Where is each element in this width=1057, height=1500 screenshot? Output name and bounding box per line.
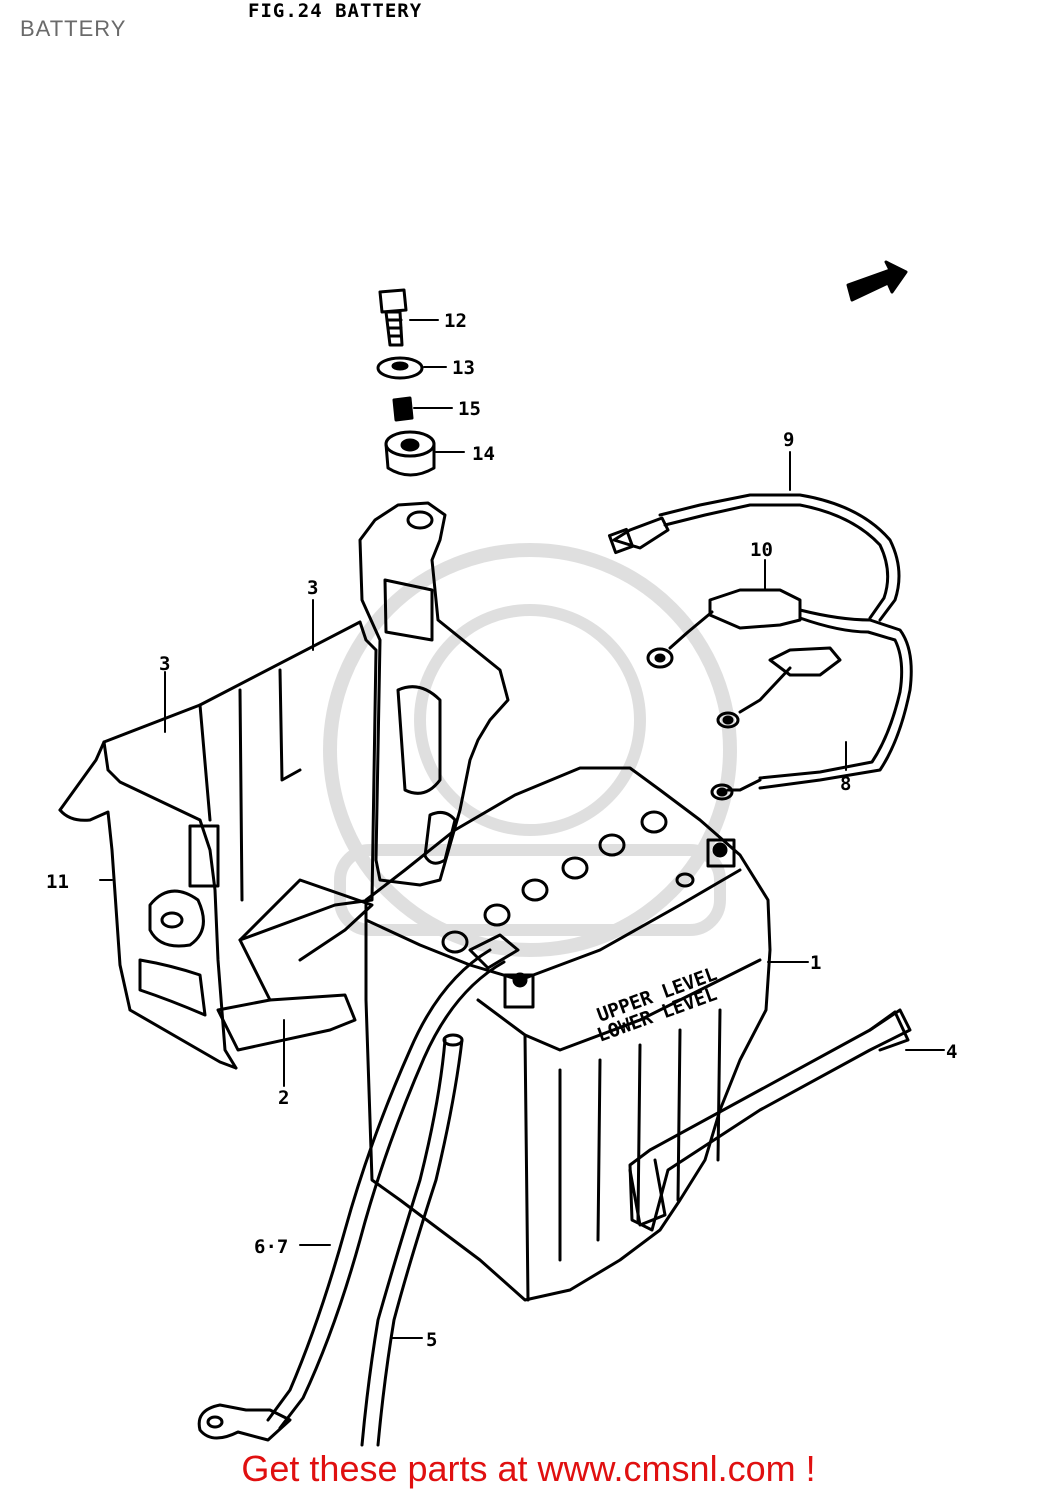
part-6-7-battery-lead bbox=[197, 933, 520, 1442]
callout-9: 9 bbox=[783, 429, 794, 451]
forward-arrow-icon bbox=[846, 260, 908, 302]
callout-4: 4 bbox=[946, 1041, 957, 1063]
part-10-fuse-lead bbox=[646, 588, 913, 801]
callout-6-7: 6·7 bbox=[254, 1236, 288, 1258]
callout-10: 10 bbox=[750, 539, 773, 561]
callout-1: 1 bbox=[810, 952, 821, 974]
page-label: BATTERY bbox=[20, 16, 127, 41]
battery-terminal-positive bbox=[503, 972, 535, 1009]
callout-8: 8 bbox=[840, 773, 851, 795]
watermark-logo bbox=[323, 543, 737, 957]
callout-14: 14 bbox=[472, 443, 495, 465]
part-12-bolt bbox=[378, 288, 408, 347]
callout-5: 5 bbox=[426, 1329, 437, 1351]
callout-12: 12 bbox=[444, 310, 467, 332]
part-15-collar bbox=[392, 396, 414, 422]
part-4-strap bbox=[628, 1008, 912, 1232]
part-13-washer bbox=[376, 356, 424, 380]
figure-title: FIG.24 BATTERY bbox=[248, 0, 423, 22]
callout-3-right: 3 bbox=[307, 577, 318, 599]
part-9-lead-wire bbox=[607, 493, 901, 622]
leader-lines bbox=[99, 319, 945, 1339]
part-11-battery-case bbox=[58, 620, 378, 1070]
callout-15: 15 bbox=[458, 398, 481, 420]
part-11-bracket bbox=[358, 501, 510, 887]
callout-11: 11 bbox=[46, 871, 69, 893]
get-parts-link[interactable]: Get these parts at www.cmsnl.com ! bbox=[241, 1448, 816, 1489]
part-14-grommet bbox=[384, 430, 436, 477]
callout-3-left: 3 bbox=[159, 653, 170, 675]
battery-terminal-negative bbox=[706, 838, 736, 868]
battery-cell-caps bbox=[441, 810, 668, 954]
part-2-cushion bbox=[216, 878, 374, 1052]
part-5-breather-hose bbox=[360, 1033, 464, 1447]
part-1-battery bbox=[364, 766, 772, 1302]
callout-13: 13 bbox=[452, 357, 475, 379]
callout-2: 2 bbox=[278, 1087, 289, 1109]
